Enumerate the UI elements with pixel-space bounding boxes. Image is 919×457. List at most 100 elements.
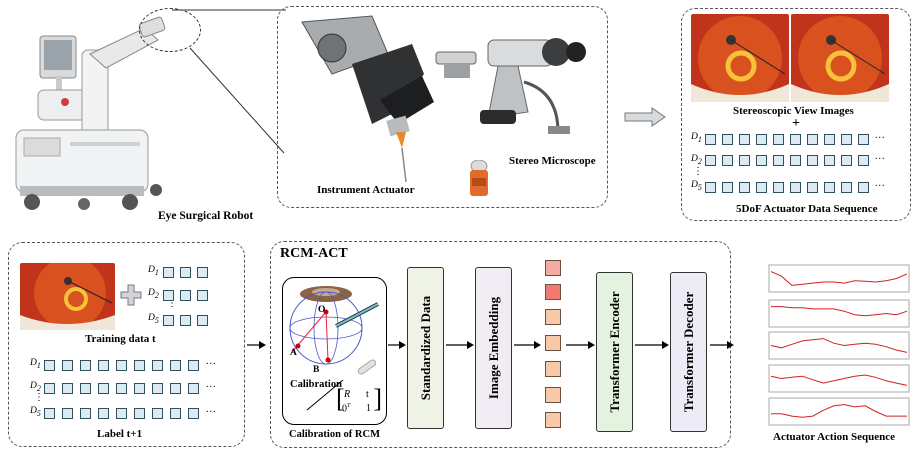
embedding-token xyxy=(545,387,561,403)
training-cell xyxy=(197,267,208,278)
train-d2-label: D2 xyxy=(148,288,159,300)
matrix-one: 1 xyxy=(366,403,371,414)
train-d1-label: D1 xyxy=(148,265,159,277)
top-sequence-cell xyxy=(756,134,767,145)
action-plot xyxy=(768,299,910,328)
label-sequence-ellipsis: ... xyxy=(206,356,217,367)
transform-matrix: [ ] R t 0T 1 xyxy=(336,384,382,415)
top-sequence-cell xyxy=(790,155,801,166)
action-sequence-label: Actuator Action Sequence xyxy=(773,431,896,443)
stereo-data-panel xyxy=(681,8,911,221)
stereo-microscope-illustration xyxy=(435,38,586,134)
calibration-slash xyxy=(306,379,344,411)
top-sequence-cell xyxy=(722,134,733,145)
label-sequence-ellipsis: ... xyxy=(206,404,217,415)
point-a-label: A xyxy=(290,348,297,358)
training-cell xyxy=(163,290,174,301)
top-sequence-cell xyxy=(824,182,835,193)
calibration-label: Calibration xyxy=(290,379,342,390)
plus-sign: + xyxy=(792,116,800,131)
action-plot xyxy=(768,364,910,393)
label-sequence-cell xyxy=(44,408,55,419)
matrix-zero: 0T xyxy=(342,403,351,415)
flow-arrow-big xyxy=(624,107,666,127)
top-sequence-ellipsis: ... xyxy=(875,151,886,162)
d2-label: D2 xyxy=(691,154,702,166)
plus-icon xyxy=(120,284,142,306)
rcm-sphere-icon xyxy=(289,286,379,365)
calibration-caption: Calibration of RCM xyxy=(289,429,380,440)
top-sequence-cell xyxy=(773,134,784,145)
calibration-tool-icon xyxy=(357,359,377,375)
training-image xyxy=(20,263,115,330)
top-sequence-cell xyxy=(756,182,767,193)
train-vdots: ⋮ xyxy=(167,298,178,309)
stereo-images-label: Stereoscopic View Images xyxy=(733,105,854,117)
stereo-microscope-label: Stereo Microscope xyxy=(509,155,596,167)
rcm-act-title: RCM-ACT xyxy=(280,246,348,261)
top-sequence-cell xyxy=(705,155,716,166)
top-sequence-cell xyxy=(722,182,733,193)
embedding-token xyxy=(545,309,561,325)
label-sequence-cell xyxy=(188,383,199,394)
image-embedding-block: Image Embedding xyxy=(475,267,512,429)
top-sequence-cell xyxy=(773,155,784,166)
training-data-label: Training data t xyxy=(85,333,156,345)
zoom-callout-ellipse xyxy=(139,8,201,52)
point-b-label: B xyxy=(313,365,320,375)
stereo-left-image xyxy=(691,14,789,102)
transformer-decoder-block: Transformer Decoder xyxy=(670,272,707,432)
embedding-token xyxy=(545,335,561,351)
action-plot xyxy=(768,264,910,293)
label-sequence-cell xyxy=(116,383,127,394)
training-cell xyxy=(180,315,191,326)
action-plot xyxy=(768,331,910,360)
label-d2-label: D2 xyxy=(30,381,41,393)
label-sequence-cell xyxy=(98,383,109,394)
top-sequence-cell xyxy=(790,182,801,193)
label-sequence-cell xyxy=(152,360,163,371)
matrix-t: t xyxy=(366,389,369,400)
label-sequence-cell xyxy=(62,360,73,371)
label-sequence-cell xyxy=(188,408,199,419)
top-sequence-cell xyxy=(858,182,869,193)
top-sequence-cell xyxy=(824,134,835,145)
label-sequence-cell xyxy=(116,408,127,419)
embedding-token xyxy=(545,284,561,300)
training-data-panel xyxy=(8,242,245,447)
top-sequence-cell xyxy=(773,182,784,193)
top-sequence-cell xyxy=(807,182,818,193)
training-cell xyxy=(163,315,174,326)
label-sequence-cell xyxy=(152,408,163,419)
top-sequence-cell xyxy=(756,155,767,166)
training-cell xyxy=(180,290,191,301)
label-t1-label: Label t+1 xyxy=(97,428,143,440)
top-sequence-cell xyxy=(739,182,750,193)
top-sequence-cell xyxy=(858,134,869,145)
sequence-label: 5DoF Actuator Data Sequence xyxy=(736,203,878,215)
top-sequence-cell xyxy=(790,134,801,145)
label-sequence-cell xyxy=(134,408,145,419)
training-cell xyxy=(197,315,208,326)
label-d5-label: D5 xyxy=(30,406,41,418)
top-sequence-cell xyxy=(722,155,733,166)
hardware-panel xyxy=(277,6,608,208)
training-cell xyxy=(163,267,174,278)
top-sequence-cell xyxy=(841,155,852,166)
label-sequence-cell xyxy=(170,360,181,371)
marker-bottle-icon xyxy=(470,160,488,196)
embedding-token xyxy=(545,412,561,428)
label-sequence-cell xyxy=(152,383,163,394)
transformer-encoder-block: Transformer Encoder xyxy=(596,272,633,432)
top-sequence-cell xyxy=(807,155,818,166)
label-sequence-cell xyxy=(62,408,73,419)
robot-label: Eye Surgical Robot xyxy=(158,210,254,222)
label-sequence-ellipsis: ... xyxy=(206,379,217,390)
label-d1-label: D1 xyxy=(30,358,41,370)
label-sequence-cell xyxy=(80,360,91,371)
arrow-into-rcm xyxy=(247,341,266,349)
top-sequence-cell xyxy=(705,182,716,193)
top-sequence-cell xyxy=(858,155,869,166)
top-sequence-cell xyxy=(739,134,750,145)
training-cell xyxy=(197,290,208,301)
